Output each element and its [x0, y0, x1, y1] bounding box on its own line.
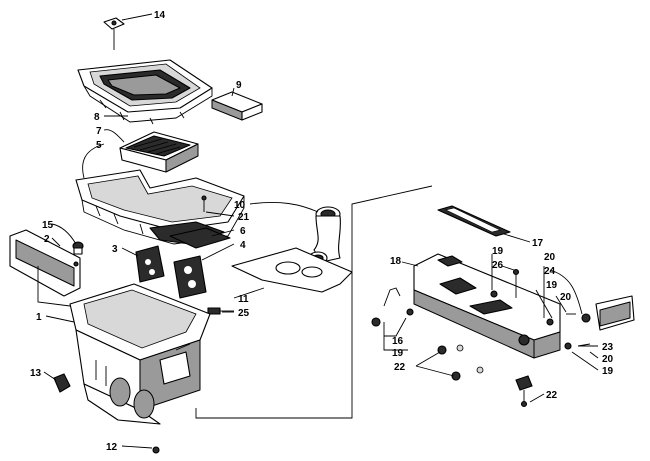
callout-17: 17 [532, 238, 544, 249]
leader-lines [43, 13, 599, 449]
callout-20: 20 [544, 252, 556, 263]
hardware-screws [512, 268, 591, 347]
callout-6: 6 [240, 226, 246, 237]
callout-10: 10 [234, 200, 246, 211]
part-10-intake-elbow [308, 206, 341, 265]
part-12-drain [152, 446, 160, 454]
part-1-lower-airbox [69, 283, 211, 425]
callout-9: 9 [236, 80, 242, 91]
callout-5: 5 [96, 140, 102, 151]
part-23-filter [595, 295, 635, 331]
callout-22: 22 [546, 390, 558, 401]
callout-25: 25 [238, 308, 250, 319]
part-16-rod [383, 287, 401, 307]
part-13-clip [53, 373, 71, 393]
callout-18: 18 [390, 256, 402, 267]
callout-19: 19 [492, 246, 504, 257]
hardware-washers [371, 290, 591, 381]
callout-3: 3 [112, 244, 118, 255]
callout-26: 26 [492, 260, 504, 271]
part-8-airbox-cover [77, 59, 213, 125]
callout-22: 22 [394, 362, 406, 373]
callout-4: 4 [240, 240, 246, 251]
callout-20: 20 [560, 292, 572, 303]
part-25-bolt [207, 307, 234, 315]
assembly-bracket [195, 185, 433, 419]
part-3-boot-clamp [135, 245, 165, 283]
callout-21: 21 [238, 212, 250, 223]
callout-19: 19 [546, 280, 558, 291]
callout-bracket-2 [37, 266, 71, 307]
callout-12: 12 [106, 442, 118, 453]
part-18-intake-duct [413, 253, 561, 359]
part-4-adapter-plate [173, 255, 207, 299]
callout-15: 15 [42, 220, 54, 231]
callout-13: 13 [30, 368, 42, 379]
part-15-grommet [72, 241, 84, 255]
callout-19: 19 [602, 366, 614, 377]
callout-23: 23 [602, 342, 614, 353]
part-17-seal [437, 205, 511, 237]
part-11-boot-plate [231, 247, 353, 293]
part-2-side-panel [9, 229, 81, 297]
callout-8: 8 [94, 112, 100, 123]
callout-labels: 14 9 8 7 5 10 21 6 15 2 3 4 11 25 1 13 1… [30, 10, 614, 453]
callout-14: 14 [154, 10, 166, 21]
part-21-screw [201, 195, 207, 212]
callout-1: 1 [36, 312, 42, 323]
part-14-retainer [103, 17, 125, 50]
part-6-gasket [169, 227, 231, 249]
callout-19: 19 [392, 348, 404, 359]
callout-11: 11 [238, 294, 249, 305]
callout-2: 2 [44, 234, 50, 245]
part-9-filter-pad [211, 91, 263, 121]
part-22-knob [515, 375, 533, 408]
callout-16: 16 [392, 336, 404, 347]
part-7-filter-element [119, 131, 199, 173]
callout-24: 24 [544, 266, 556, 277]
callout-20: 20 [602, 354, 614, 365]
callout-7: 7 [96, 126, 102, 137]
